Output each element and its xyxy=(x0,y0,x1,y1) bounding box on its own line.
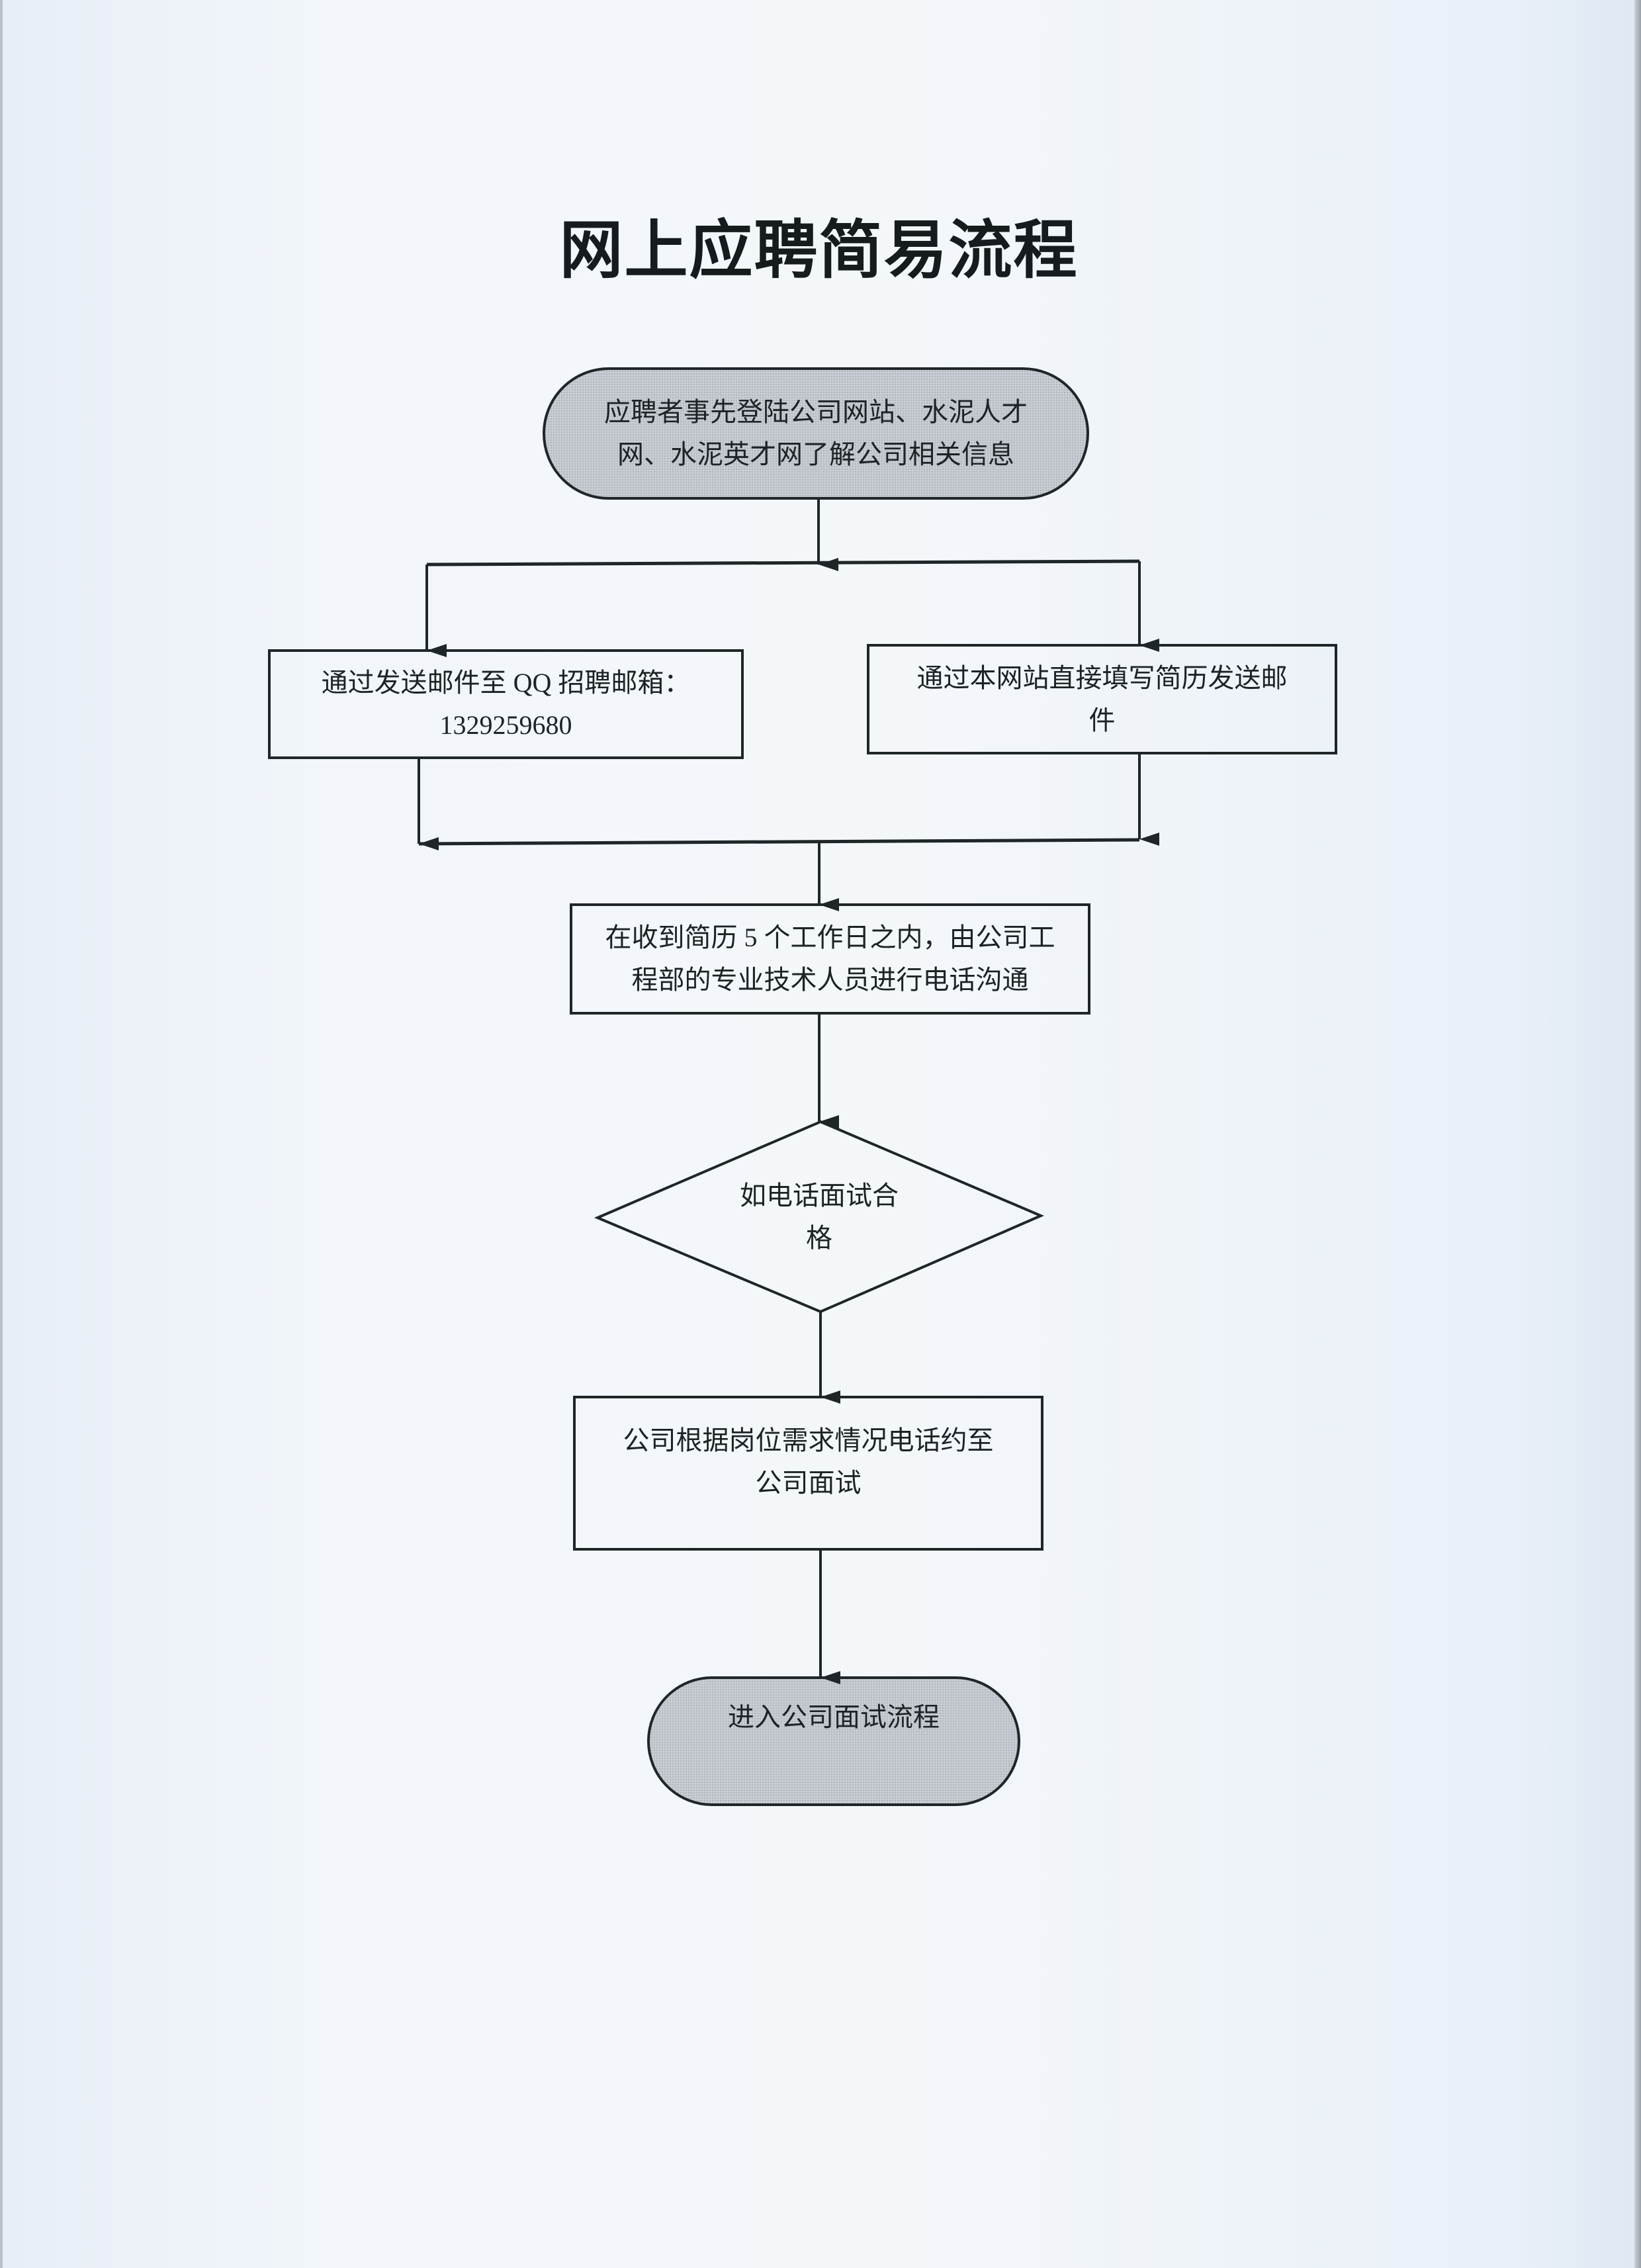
scan-edge-left xyxy=(0,0,3,2268)
node-invite-shape xyxy=(573,1396,1043,1551)
node-website-line-2: 件 xyxy=(1088,705,1116,735)
node-email: 通过发送邮件至 QQ 招聘邮箱： 1329259680 xyxy=(269,651,742,758)
edge-split-bar xyxy=(426,559,1140,567)
node-start-shape xyxy=(543,367,1089,500)
scan-edge-right xyxy=(1634,0,1641,2268)
node-decision: 如电话面试合 格 xyxy=(598,1122,1041,1312)
node-start-line-1: 应聘者事先登陆公司网站、水泥人才 xyxy=(604,397,1028,427)
page-title: 网上应聘简易流程 xyxy=(559,215,1079,286)
node-email-line-1: 通过发送邮件至 QQ 招聘邮箱： xyxy=(321,668,691,698)
node-email-line-2: 1329259680 xyxy=(439,710,572,740)
node-start: 应聘者事先登陆公司网站、水泥人才 网、水泥英才网了解公司相关信息 xyxy=(544,369,1088,498)
node-phone-contact-line-2: 程部的专业技术人员进行电话沟通 xyxy=(631,965,1029,995)
node-email-shape xyxy=(268,649,744,759)
node-start-line-2: 网、水泥英才网了解公司相关信息 xyxy=(617,439,1014,469)
node-invite-line-2: 公司面试 xyxy=(755,1468,862,1498)
node-decision-line-2: 格 xyxy=(806,1222,832,1253)
node-decision-line-1: 如电话面试合 xyxy=(740,1180,899,1210)
node-website-shape xyxy=(867,644,1337,754)
node-invite-line-1: 公司根据岗位需求情况电话约至 xyxy=(623,1426,994,1455)
node-website-line-1: 通过本网站直接填写简历发送邮 xyxy=(916,662,1288,693)
edge-merge-bar xyxy=(418,838,1140,846)
node-phone-contact-line-1: 在收到简历 5 个工作日之内，由公司工 xyxy=(605,923,1055,952)
node-end-line-1: 进入公司面试流程 xyxy=(728,1702,940,1732)
node-end: 进入公司面试流程 xyxy=(648,1678,1019,1805)
node-invite: 公司根据岗位需求情况电话约至 公司面试 xyxy=(574,1397,1042,1549)
node-phone-contact: 在收到简历 5 个工作日之内，由公司工 程部的专业技术人员进行电话沟通 xyxy=(571,905,1089,1013)
node-website: 通过本网站直接填写简历发送邮 件 xyxy=(868,645,1336,753)
